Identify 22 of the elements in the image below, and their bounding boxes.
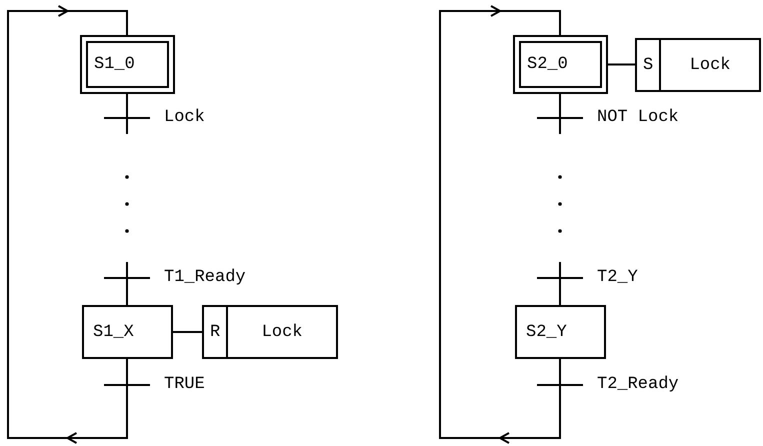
action-variable: Lock — [688, 54, 732, 76]
transition-condition: TRUE — [164, 377, 205, 393]
transition-condition: T2_Ready — [597, 377, 679, 393]
transition — [537, 377, 679, 393]
transition — [104, 270, 246, 286]
action-variable: Lock — [260, 322, 304, 344]
transition-condition: T1_Ready — [164, 270, 246, 286]
action-block — [635, 38, 761, 92]
transition — [537, 270, 638, 286]
transition-condition: Lock — [164, 110, 205, 126]
initial-step-box: S2_0 — [513, 35, 608, 94]
transition — [537, 110, 679, 126]
transition-condition: T2_Y — [597, 270, 638, 286]
action-block — [202, 305, 338, 359]
step-box: S2_Y — [515, 305, 606, 359]
action-qualifier: S — [637, 40, 662, 90]
transition-condition: NOT Lock — [597, 110, 679, 126]
transition — [104, 377, 205, 393]
action-qualifier: R — [204, 307, 228, 357]
step-box: S1_X — [82, 305, 173, 359]
transition — [104, 110, 205, 126]
initial-step-box: S1_0 — [80, 35, 175, 94]
